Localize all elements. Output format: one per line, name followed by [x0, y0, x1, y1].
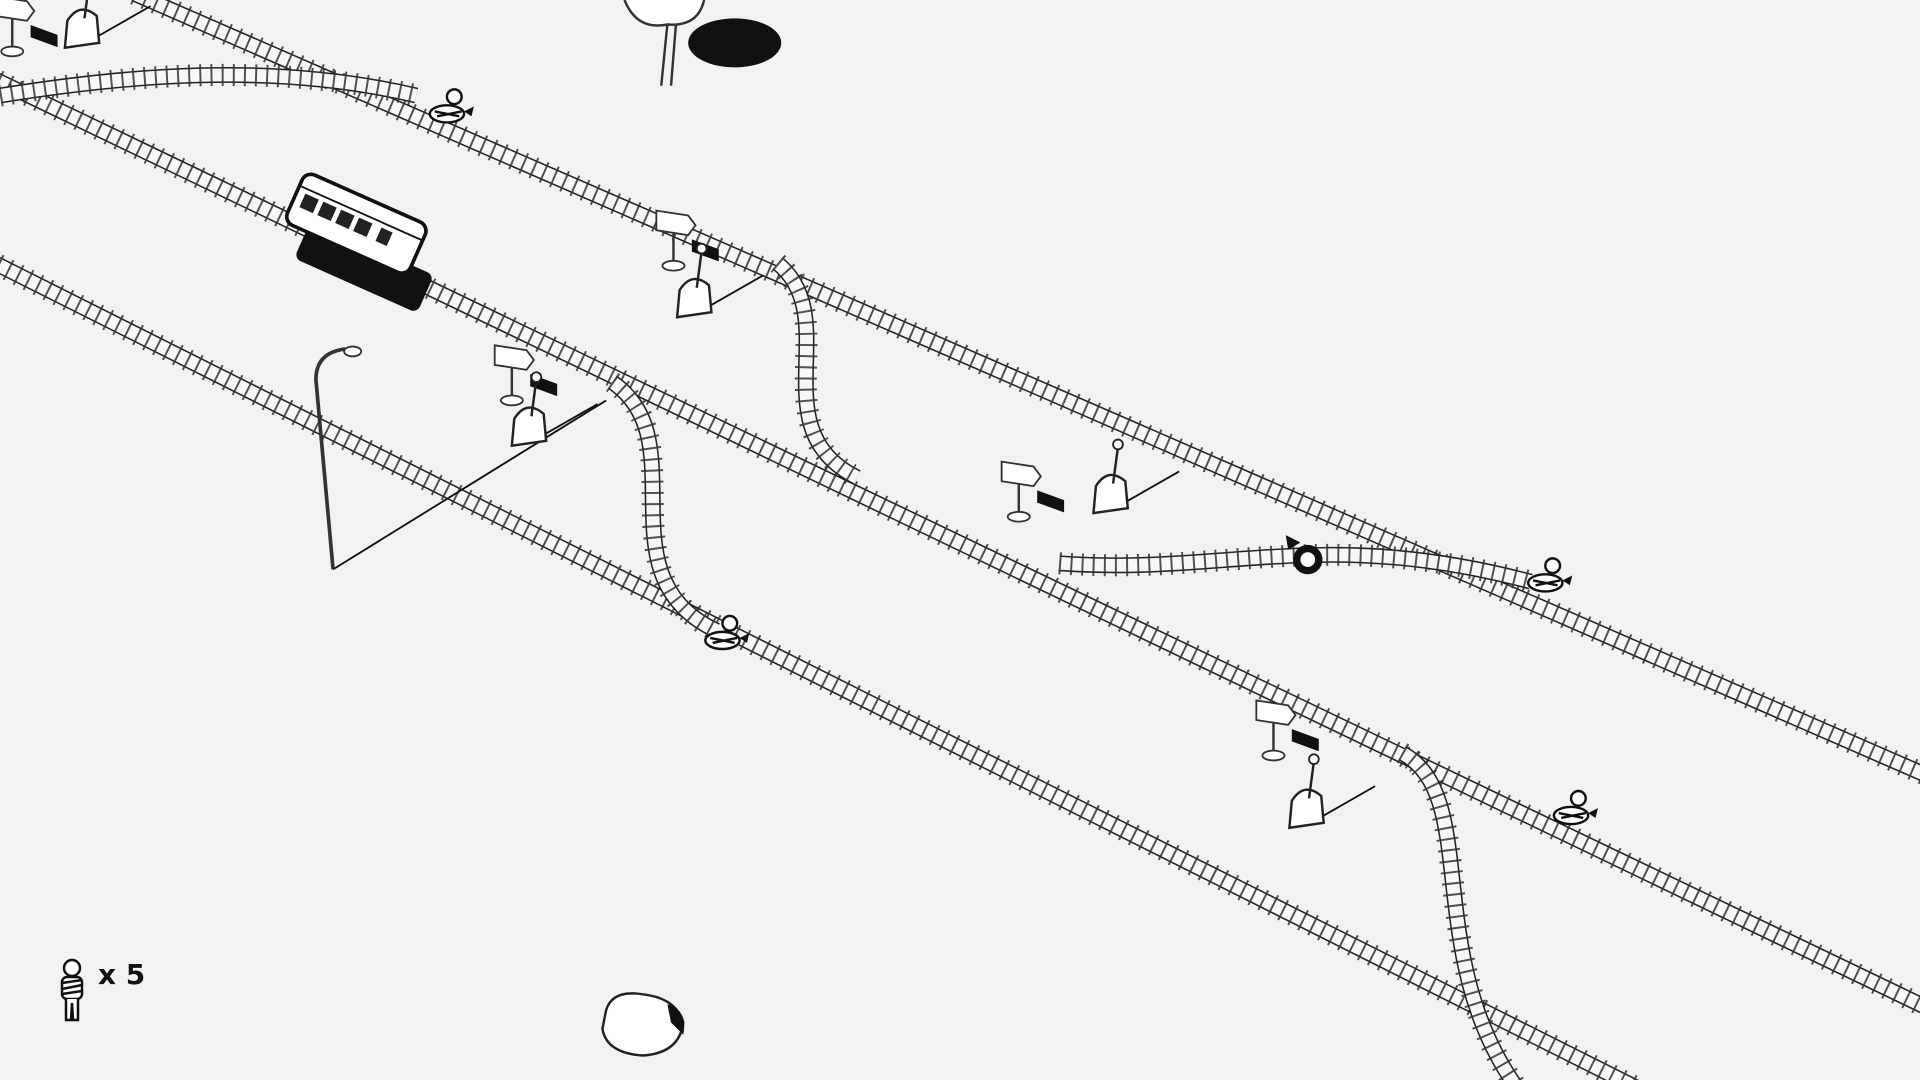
switch-gear-icon[interactable] — [1285, 535, 1323, 575]
switch-sign[interactable] — [0, 0, 58, 58]
tied-person-on-track — [428, 88, 474, 124]
track-lever[interactable] — [1288, 753, 1376, 830]
street-lamp — [314, 345, 607, 571]
switch-sign[interactable] — [655, 209, 719, 272]
tied-person-on-track — [1526, 557, 1573, 593]
levers-layer — [0, 0, 1376, 830]
track-lever[interactable] — [675, 242, 764, 319]
track-lever[interactable] — [1092, 438, 1180, 515]
victims-count: x 5 — [98, 958, 146, 991]
track-main-bottom — [0, 253, 1646, 1080]
track-switch-b-c — [605, 372, 722, 641]
track-main-top — [130, 0, 1920, 785]
track-switch-top-left — [0, 63, 419, 107]
bush — [601, 992, 685, 1057]
switch-sign[interactable] — [1255, 699, 1319, 762]
victims-counter: x 5 — [58, 958, 146, 1022]
track-lever[interactable] — [63, 0, 152, 50]
people-layer — [428, 88, 1598, 826]
track-switch-a-b — [770, 254, 863, 488]
tied-person-on-track — [1552, 789, 1598, 826]
switch-sign[interactable] — [1000, 460, 1065, 523]
track-switch-bottom-right — [1396, 743, 1526, 1080]
track-lever[interactable] — [510, 371, 599, 448]
trolley[interactable] — [272, 171, 452, 313]
tree — [623, 0, 782, 86]
tied-person-on-track — [704, 614, 750, 651]
track-switch-right — [1058, 543, 1534, 593]
